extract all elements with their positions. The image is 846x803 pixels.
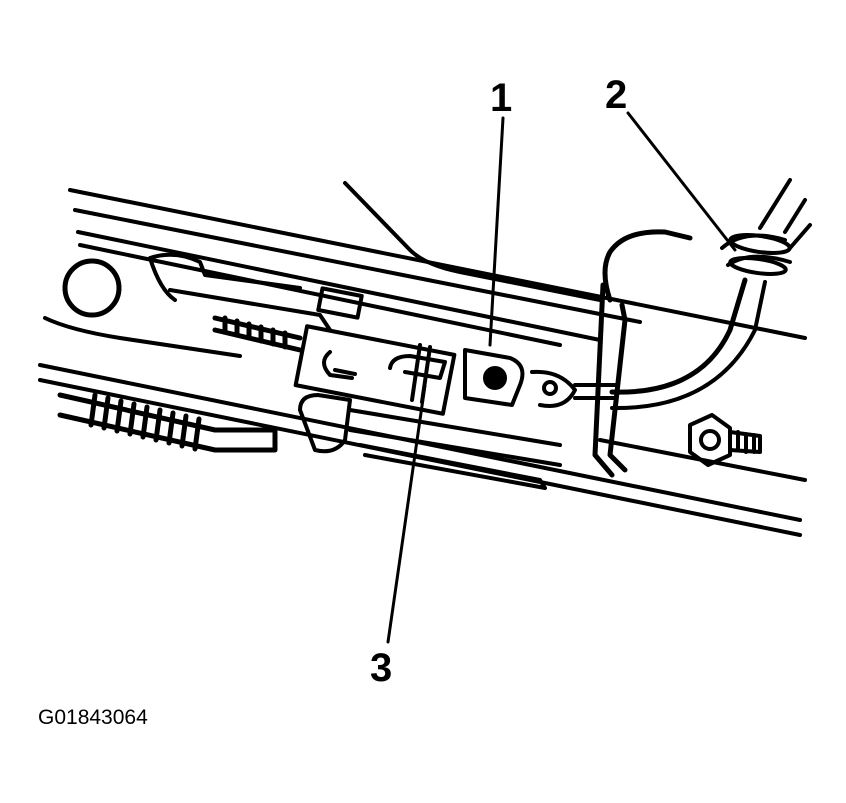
conduit-fitting bbox=[720, 178, 812, 276]
leader-line-1 bbox=[488, 116, 505, 347]
lower-spring bbox=[57, 392, 278, 453]
upper-bracket-block bbox=[316, 286, 364, 320]
guide-bracket bbox=[592, 229, 693, 478]
leader-line-2 bbox=[626, 111, 737, 252]
callout-3: 3 bbox=[370, 646, 393, 690]
callout-2: 2 bbox=[605, 73, 628, 117]
leader-line-3 bbox=[386, 383, 427, 644]
lever-bracket bbox=[148, 252, 332, 332]
figure-id: G01843064 bbox=[38, 706, 148, 729]
brake-cable bbox=[609, 277, 748, 395]
mounting-nut bbox=[688, 413, 762, 467]
cable-end bbox=[463, 348, 617, 408]
brake-cable-outline bbox=[610, 280, 767, 411]
leader-lines bbox=[386, 111, 737, 644]
rail-tab-line bbox=[343, 181, 602, 302]
upper-spring bbox=[212, 315, 303, 353]
frame-hole bbox=[62, 258, 122, 318]
callout-1: 1 bbox=[490, 76, 513, 120]
